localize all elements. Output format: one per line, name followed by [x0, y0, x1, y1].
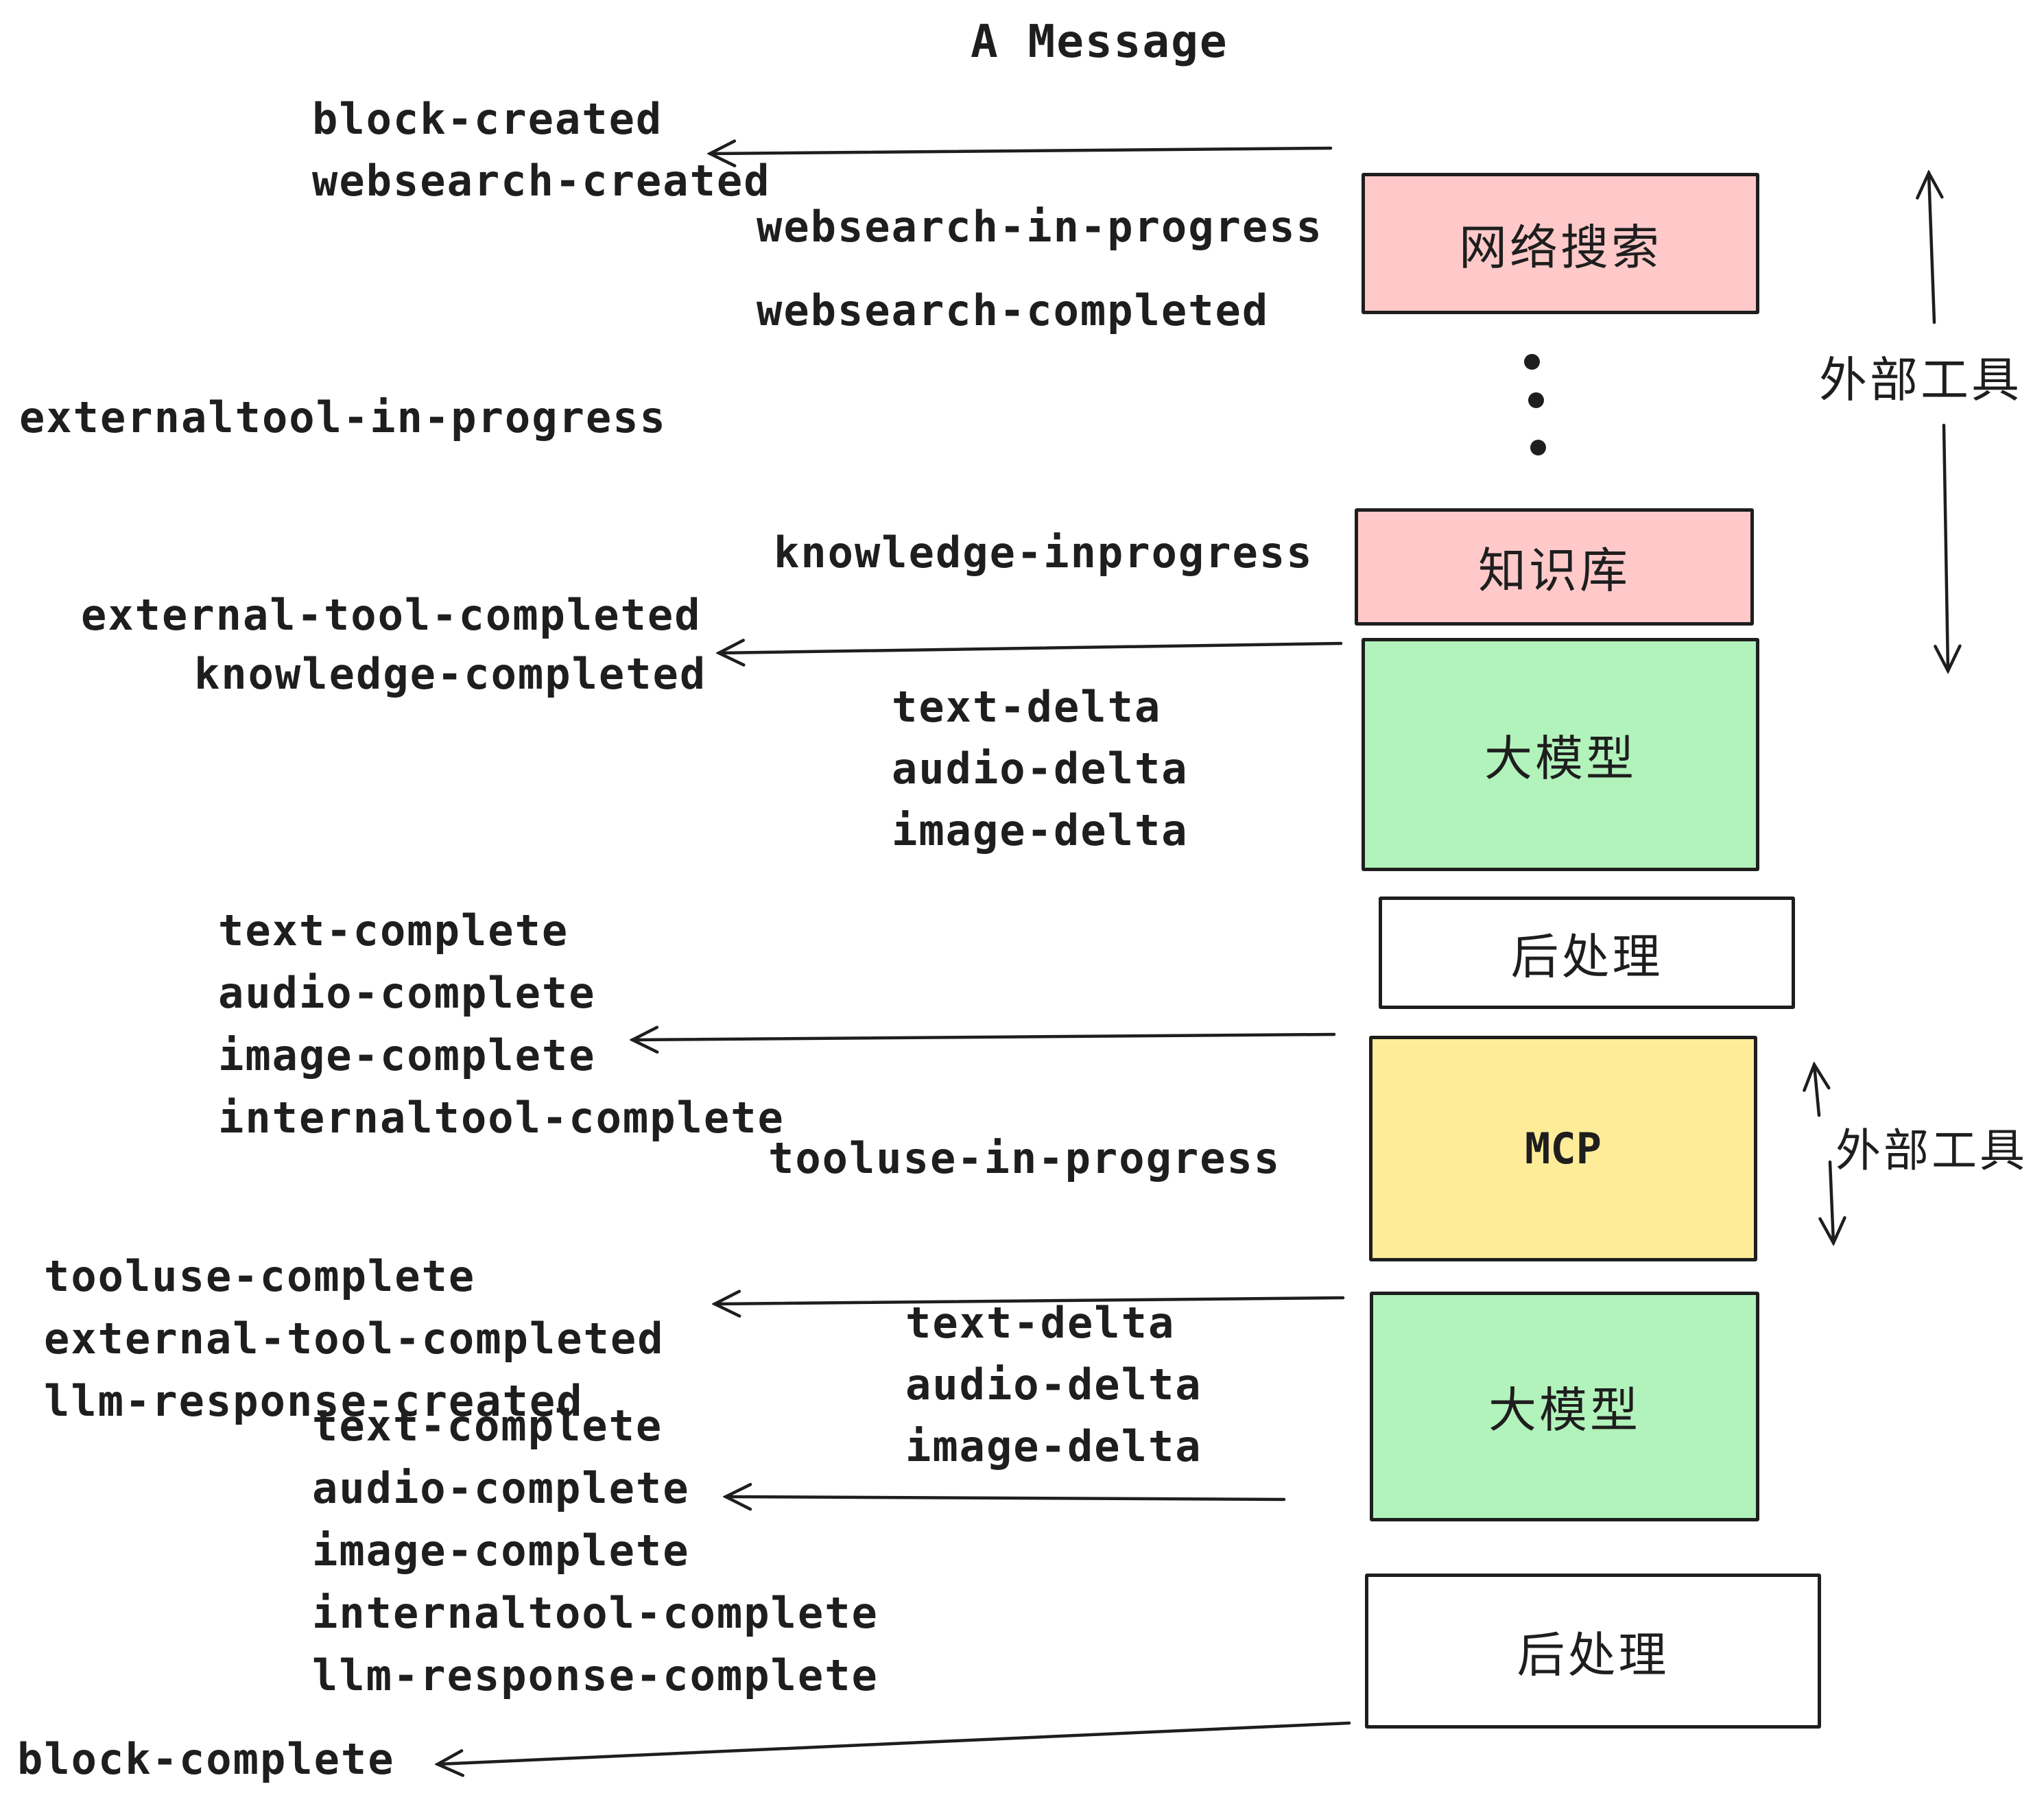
event-text-delta-1: text-delta: [892, 682, 1162, 732]
box-websearch: 网络搜索: [1362, 173, 1759, 314]
event-externaltool-in-progress: externaltool-in-progress: [19, 392, 667, 442]
external-tools-down-arrow-1: [1944, 423, 1948, 671]
box-llm-1-label: 大模型: [1484, 731, 1637, 785]
event-audio-complete-1: audio-complete: [218, 968, 596, 1018]
arrow-block-complete: [438, 1721, 1351, 1764]
event-websearch-in-progress: websearch-in-progress: [757, 202, 1323, 252]
box-knowledge-label: 知识库: [1478, 544, 1630, 597]
external-tools-up-arrow-2: [1814, 1065, 1819, 1117]
arrow-block-created: [710, 148, 1333, 154]
event-external-tool-completed-1: external-tool-completed: [81, 590, 702, 640]
box-mcp-label: MCP: [1525, 1124, 1602, 1174]
event-tooluse-complete: tooluse-complete: [44, 1251, 476, 1301]
box-postprocess-2-label: 后处理: [1517, 1628, 1669, 1682]
event-websearch-created: websearch-created: [312, 156, 771, 206]
external-tools-label-2: 外部工具: [1835, 1125, 2028, 1176]
ellipsis-dot-1: [1524, 354, 1540, 370]
event-text-complete-2: text-complete: [312, 1401, 663, 1451]
event-internaltool-complete-2: internaltool-complete: [312, 1588, 879, 1638]
external-tools-label-1: 外部工具: [1819, 353, 2022, 407]
box-knowledge: 知识库: [1355, 508, 1754, 626]
box-mcp: MCP: [1369, 1036, 1757, 1261]
box-llm-2-label: 大模型: [1488, 1384, 1641, 1437]
box-llm-1: 大模型: [1362, 638, 1759, 871]
ellipsis-dot-3: [1530, 440, 1546, 455]
event-websearch-completed: websearch-completed: [757, 285, 1270, 335]
event-image-delta-2: image-delta: [905, 1421, 1202, 1471]
box-postprocess-1: 后处理: [1379, 897, 1795, 1009]
event-audio-delta-1: audio-delta: [892, 744, 1189, 794]
event-text-complete-1: text-complete: [218, 905, 569, 956]
arrow-audio-complete: [726, 1497, 1286, 1499]
box-postprocess-1-label: 后处理: [1510, 929, 1663, 984]
event-block-created: block-created: [312, 94, 663, 144]
event-llm-response-complete: llm-response-complete: [312, 1650, 879, 1700]
arrow-knowledge-completed: [719, 643, 1343, 653]
event-knowledge-completed: knowledge-completed: [194, 649, 707, 699]
ellipsis-dot-2: [1528, 392, 1544, 408]
event-audio-complete-2: audio-complete: [312, 1463, 690, 1513]
event-image-complete-2: image-complete: [312, 1526, 690, 1576]
box-websearch-label: 网络搜索: [1459, 220, 1662, 274]
event-tooluse-in-progress: tooluse-in-progress: [768, 1133, 1281, 1183]
event-llm-response-created: llm-response-created: [44, 1376, 584, 1426]
box-llm-2: 大模型: [1370, 1292, 1759, 1521]
event-knowledge-inprogress: knowledge-inprogress: [774, 527, 1314, 578]
box-postprocess-2: 后处理: [1365, 1574, 1821, 1729]
event-external-tool-completed-2: external-tool-completed: [44, 1314, 665, 1364]
event-internaltool-complete-1: internaltool-complete: [218, 1093, 785, 1143]
event-image-complete-1: image-complete: [218, 1030, 596, 1080]
external-tools-up-arrow-1: [1929, 173, 1934, 324]
event-image-delta-1: image-delta: [892, 805, 1189, 855]
arrow-image-complete: [632, 1034, 1336, 1040]
event-block-complete: block-complete: [17, 1734, 395, 1784]
event-text-delta-2: text-delta: [905, 1298, 1176, 1348]
diagram-title: A Message: [971, 15, 1228, 68]
event-audio-delta-2: audio-delta: [905, 1360, 1202, 1410]
external-tools-down-arrow-2: [1830, 1160, 1833, 1243]
